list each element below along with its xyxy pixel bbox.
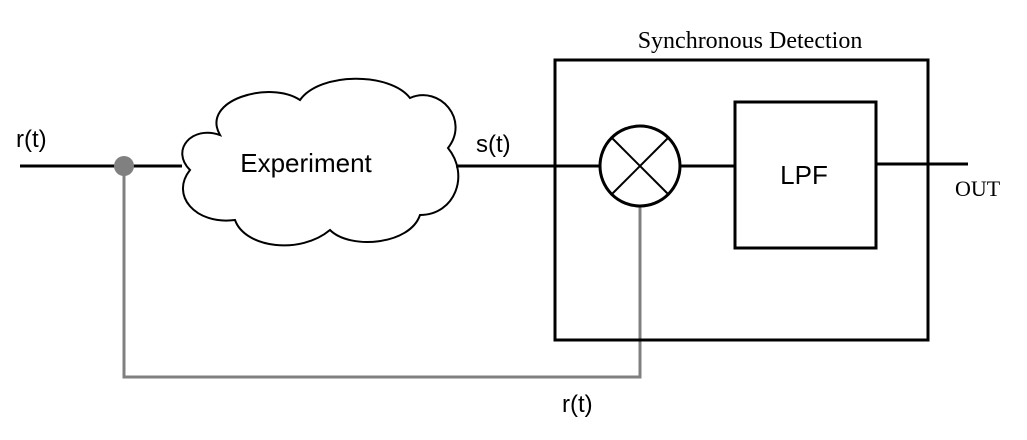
detection-box [553,58,930,342]
junction-dot [114,156,134,176]
experiment-output-label: s(t) [476,131,511,158]
lpf-box [733,100,878,250]
lpf-label: LPF [780,160,828,190]
output-label: OUT [955,176,1001,201]
circled-x-mixer-icon [598,124,682,208]
experiment-cloud [181,77,460,247]
input-signal-label: r(t) [16,126,47,153]
reference-path [122,166,642,379]
detection-title: Synchronous Detection [638,28,863,54]
experiment-label: Experiment [240,148,372,178]
reference-signal-label: r(t) [562,391,593,418]
